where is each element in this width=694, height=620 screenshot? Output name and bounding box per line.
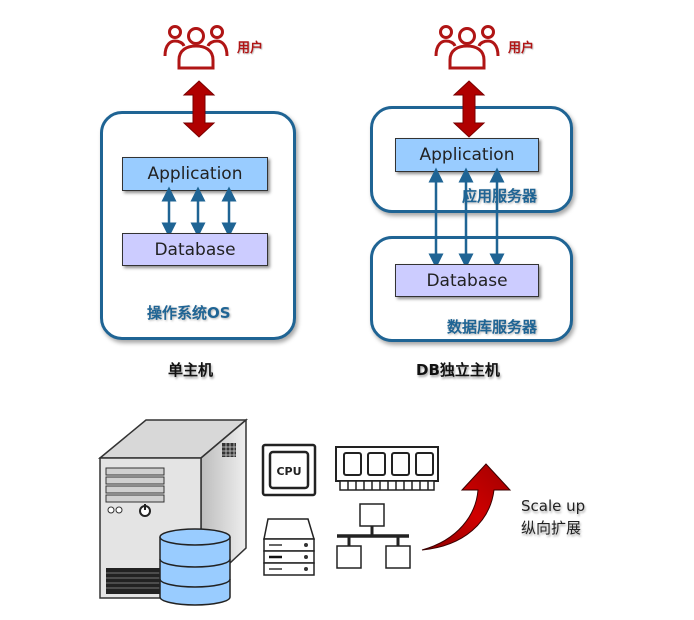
connector-arrows [161, 186, 237, 238]
user-label: 用户 [508, 41, 535, 56]
application-box: Application [122, 157, 268, 191]
scale-up-label-en: Scale up [521, 497, 586, 515]
application-box: Application [395, 138, 539, 172]
database-cylinder-icon [159, 528, 231, 606]
database-box: Database [122, 233, 268, 266]
connector-arrows [428, 167, 505, 269]
single-host-caption: 单主机 [168, 361, 214, 379]
disk-drive-icon [263, 518, 316, 576]
users-icon [163, 25, 229, 70]
database-box: Database [395, 264, 539, 297]
server-tower-icon [97, 418, 249, 599]
user-label: 用户 [237, 41, 264, 56]
db-separate-caption: DB独立主机 [416, 361, 500, 379]
cpu-icon: CPU [261, 443, 317, 497]
scale-up-arrow-icon [421, 463, 512, 551]
double-arrow-icon [182, 80, 216, 138]
cpu-label: CPU [276, 465, 301, 478]
double-arrow-icon [452, 80, 486, 138]
memory-icon [335, 446, 439, 491]
os-label: 操作系统OS [147, 304, 231, 322]
users-icon [434, 25, 500, 70]
scale-up-label-zh: 纵向扩展 [521, 519, 582, 537]
network-icon [336, 503, 411, 569]
db-server-label: 数据库服务器 [447, 318, 538, 336]
